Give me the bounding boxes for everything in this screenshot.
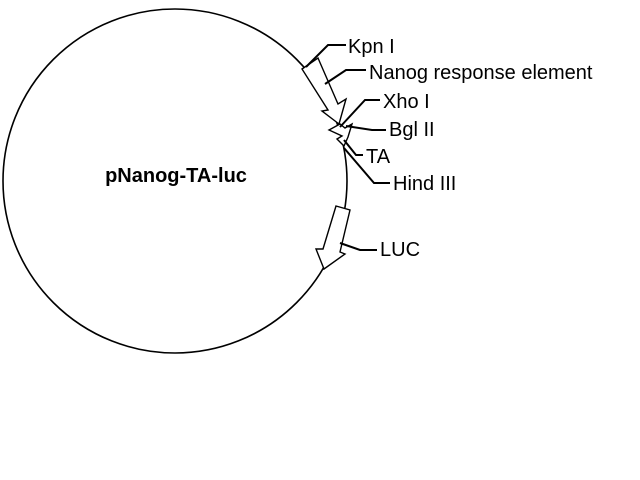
- ta-label: TA: [366, 146, 391, 168]
- ta-leader: [343, 139, 363, 156]
- nanog-response-element-label: Nanog response element: [369, 62, 593, 84]
- bgl-ii-leader: [345, 125, 386, 131]
- luc-arrow: [314, 205, 351, 271]
- hind-iii-leader: [343, 147, 390, 184]
- nanog-response-element-leader: [324, 69, 366, 85]
- nanog-response-element-arrow: [301, 56, 348, 126]
- bgl-ii-label: Bgl II: [389, 119, 435, 141]
- luc-leader: [339, 242, 377, 251]
- kpn-i-label: Kpn I: [348, 36, 395, 58]
- hind-iii-label: Hind III: [393, 173, 456, 195]
- xho-i-leader: [339, 99, 380, 128]
- plasmid-backbone: [2, 8, 348, 354]
- plasmid-name: pNanog-TA-luc: [105, 165, 247, 187]
- kpn-i-leader: [305, 44, 346, 68]
- xho-i-label: Xho I: [383, 91, 430, 113]
- luc-label: LUC: [380, 239, 420, 261]
